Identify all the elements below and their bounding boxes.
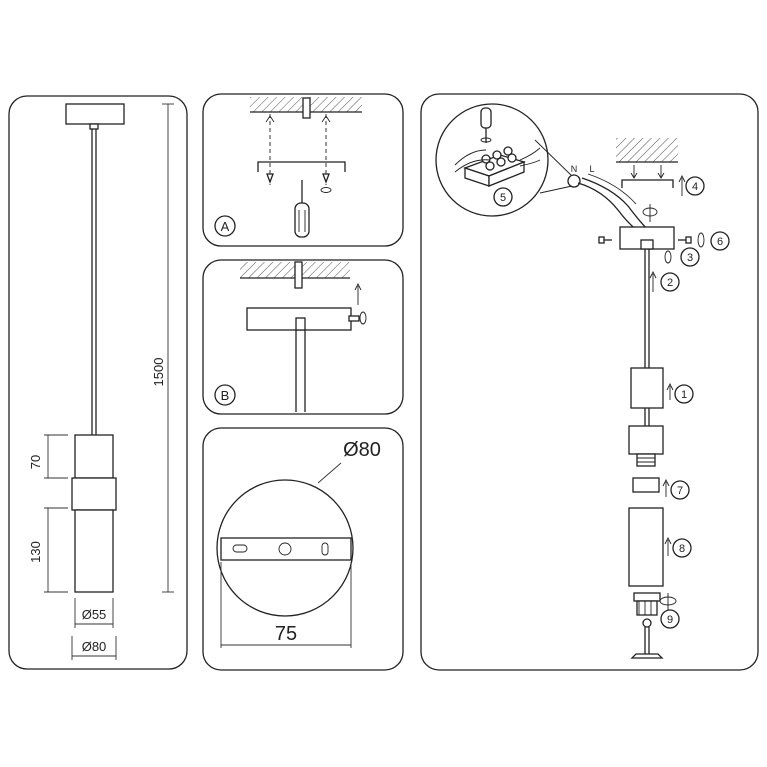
step-4-badge <box>685 176 705 196</box>
plate-diameter-label: Ø80 <box>343 439 381 461</box>
bottom-cap <box>633 592 661 602</box>
total-length-label: 1500 <box>151 358 166 387</box>
canopy <box>65 103 125 125</box>
assembly-frame <box>420 93 759 671</box>
inner-diameter-label: Ø55 <box>82 607 107 622</box>
step-a-label: A <box>221 219 230 234</box>
lamp-upper-tube <box>74 434 114 479</box>
canopy-disc <box>216 479 354 617</box>
lamp-socket <box>628 425 664 455</box>
canopy-top-view-frame <box>202 427 404 671</box>
step-7-label: 7 <box>677 485 683 497</box>
cable-sleeve <box>630 367 664 409</box>
step-9-badge <box>660 609 680 629</box>
plate-width-label: 75 <box>275 623 297 645</box>
step-2-label: 2 <box>667 277 673 289</box>
dimension-panel-frame <box>8 95 188 670</box>
step-a-badge <box>214 215 236 237</box>
step-b-frame <box>202 259 404 415</box>
glass-shade <box>628 507 664 587</box>
step-8-badge <box>672 538 692 558</box>
mounting-bracket <box>302 97 311 119</box>
step-8-label: 8 <box>679 543 685 555</box>
terminal-detail-circle <box>435 103 549 217</box>
socket-base <box>636 453 656 467</box>
step-2-badge <box>660 272 680 292</box>
bracket-center-hole <box>278 542 292 556</box>
step-4-label: 4 <box>692 181 698 193</box>
step-3-label: 3 <box>687 252 693 264</box>
step-3-badge <box>680 247 700 267</box>
step-b-label: B <box>221 388 230 403</box>
bracket-slot-left <box>232 544 248 553</box>
step-a-frame <box>202 93 404 247</box>
upper-segment-label: 70 <box>28 455 43 469</box>
step-b-panel: B <box>202 259 404 415</box>
step-b-badge <box>214 384 236 406</box>
mounting-bracket-b <box>294 261 303 289</box>
decor-ring <box>632 477 660 493</box>
bottom-foot <box>630 653 664 659</box>
step-a-panel: A <box>202 93 404 247</box>
wire-l-label: L <box>589 164 594 174</box>
terminal-block <box>454 146 541 187</box>
dimension-panel: 1500 70 130 Ø55 Ø80 <box>8 95 188 670</box>
assembly-bracket <box>621 179 674 188</box>
step-3-rotate <box>664 250 672 264</box>
diameter-leader <box>317 462 342 484</box>
step-5-badge <box>493 187 513 207</box>
lamp-ring <box>71 477 117 511</box>
ceiling-hatch-assembly <box>616 138 678 162</box>
side-screw <box>348 315 360 322</box>
outer-diameter-label: Ø80 <box>82 639 107 654</box>
step-1-badge <box>674 384 694 404</box>
cross-bracket <box>220 537 352 561</box>
rotate-icon <box>320 187 332 193</box>
wire-n-label: N <box>571 164 578 174</box>
step-6-badge <box>710 231 730 251</box>
step-9-label: 9 <box>667 614 673 626</box>
canopy-clamp <box>89 123 99 130</box>
bracket-slot-right <box>321 542 329 556</box>
step-7-badge <box>670 480 690 500</box>
connector-node <box>567 174 581 188</box>
assembly-panel: 5 N L 4 6 <box>420 93 759 671</box>
canopy-top-view-panel: Ø80 75 <box>202 427 404 671</box>
step-1-label: 1 <box>681 389 687 401</box>
lamp-lower-tube <box>74 509 114 593</box>
step-6-label: 6 <box>717 236 723 248</box>
mounting-plate <box>257 161 346 172</box>
step-5-label: 5 <box>500 192 506 204</box>
lower-segment-label: 130 <box>28 541 43 563</box>
